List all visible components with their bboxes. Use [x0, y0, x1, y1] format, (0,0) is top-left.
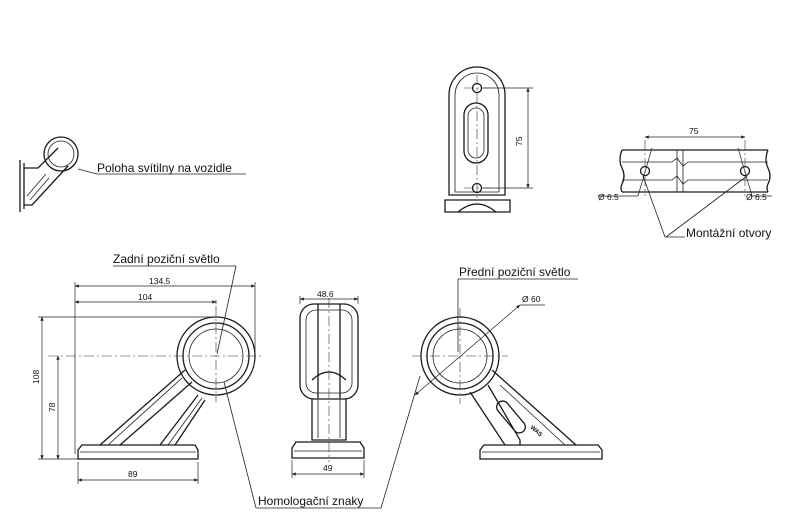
- hole-spacing-vertical: 75: [514, 136, 524, 146]
- homologation-marks-label: Homologační znaky: [258, 494, 363, 508]
- vehicle-position-view: Poloha svítilny na vozidle: [19, 136, 246, 212]
- lamp-diameter-dim: Ø 60: [522, 294, 541, 304]
- was-marking: WAS: [529, 425, 543, 438]
- rear-side-view: 134.5 104 108 78 89 Zadní poziční světlo: [31, 252, 262, 484]
- overall-width-dim: 134.5: [149, 276, 171, 286]
- hole-left-diameter: Ø 6.5: [598, 192, 619, 202]
- back-plate-view: 75: [444, 66, 533, 213]
- lamp-center-height-dim: 78: [47, 402, 57, 412]
- position-on-vehicle-label: Poloha svítilny na vozidle: [97, 161, 232, 175]
- arm-reach-dim: 104: [138, 292, 152, 302]
- hole-spacing-horizontal: 75: [689, 126, 699, 136]
- overall-height-dim: 108: [31, 370, 41, 384]
- hole-right-diameter: Ø 6.5: [746, 192, 767, 202]
- mounting-holes-label: Montážní otvory: [686, 226, 771, 240]
- front-position-light-label: Přední poziční světlo: [459, 265, 571, 279]
- homologation-marks-callout: Homologační znaky: [223, 375, 421, 509]
- rear-position-light-label: Zadní poziční světlo: [113, 252, 220, 266]
- front-end-view: 48.6 49: [291, 289, 365, 478]
- front-side-view: WAS Ø 60 Přední poziční světlo: [412, 265, 603, 460]
- base-length-dim: 89: [128, 469, 138, 479]
- base-width-dim: 49: [323, 463, 333, 473]
- mounting-holes-view: 75 Ø 6.5 Ø 6.5 Montážní otvory: [598, 126, 772, 240]
- lamp-depth-dim: 48.6: [317, 289, 334, 299]
